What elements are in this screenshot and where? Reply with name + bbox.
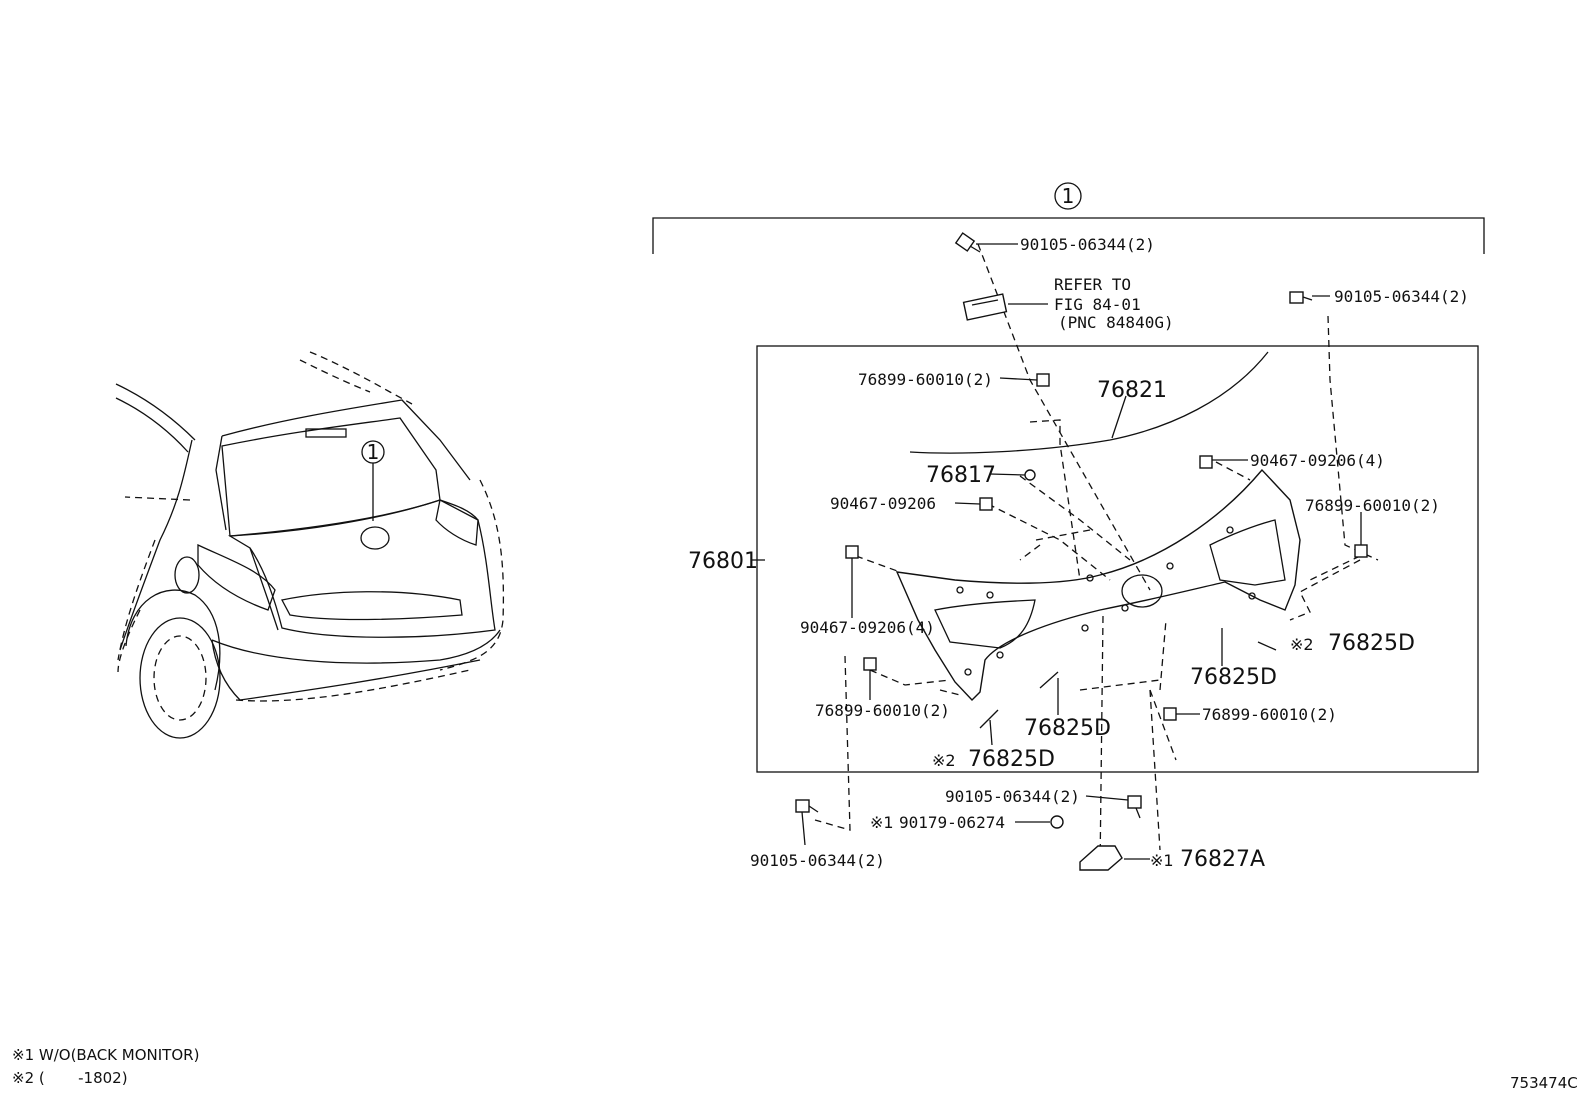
- screw-icon: [1024, 469, 1036, 481]
- wire-harness: [909, 351, 1269, 454]
- label-nut: 90179-06274: [899, 813, 1005, 832]
- label-top-bolt: 90105-06344(2): [1020, 235, 1155, 254]
- clip-icon: [845, 545, 859, 559]
- back-door-garnish: [752, 468, 1301, 702]
- bolt-icon: [1127, 795, 1142, 819]
- nut-icon: [1050, 815, 1064, 829]
- figure-code: 753474C: [1510, 1074, 1578, 1092]
- refer-note-line2: FIG 84-01: [1054, 295, 1141, 314]
- car-rear-illustration: 1: [115, 351, 505, 739]
- label-clip-lower-left: 76899-60010(2): [815, 701, 950, 720]
- label-bracket: 76827A: [1180, 847, 1265, 872]
- detail-frame: [756, 345, 1479, 773]
- footnotes: ※1 W/O(BACK MONITOR) ※2 ( -1802) 753474C: [12, 1046, 1578, 1092]
- tape-icon: [979, 709, 999, 729]
- assembly-callout-number: 1: [1062, 184, 1075, 208]
- label-tape-bottom: 76825D: [968, 747, 1055, 772]
- connector-icon: [962, 293, 1008, 321]
- label-clip-lower-right: 76899-60010(2): [1202, 705, 1337, 724]
- label-garnish: 76801: [688, 549, 758, 574]
- car-callout-number: 1: [367, 440, 380, 464]
- label-tape-right-note: ※2: [1290, 635, 1314, 654]
- label-clip-left: 90467-09206(4): [800, 618, 935, 637]
- bolt-icon: [954, 232, 981, 253]
- clip-icon: [1199, 455, 1213, 469]
- label-tape-center-right: 76825D: [1190, 665, 1277, 690]
- part-labels: 90105-06344(2) REFER TO FIG 84-01 (PNC 8…: [688, 235, 1469, 872]
- label-bolt-bottom-left: 90105-06344(2): [750, 851, 885, 870]
- label-clip-right-upper: 90467-09206(4): [1250, 451, 1385, 470]
- label-bracket-note: ※1: [1150, 851, 1174, 870]
- label-screw-76817: 76817: [926, 463, 996, 488]
- refer-note-line3: (PNC 84840G): [1058, 313, 1174, 332]
- bracket-icon: [1079, 845, 1123, 871]
- assembly-guide-lines: [814, 243, 1379, 871]
- label-clip-mid-left: 90467-09206: [830, 494, 936, 513]
- clip-icon: [1163, 707, 1177, 721]
- footnote-1: ※1 W/O(BACK MONITOR): [12, 1046, 199, 1064]
- refer-note-line1: REFER TO: [1054, 275, 1131, 294]
- label-bolt-bottom-center: 90105-06344(2): [945, 787, 1080, 806]
- garnish-holes: [956, 526, 1256, 676]
- label-right-bolt: 90105-06344(2): [1334, 287, 1469, 306]
- label-wire: 76821: [1097, 378, 1167, 403]
- label-tape-bottom-note: ※2: [932, 751, 956, 770]
- label-clip-top-left: 76899-60010(2): [858, 370, 993, 389]
- leader-lines: [801, 243, 1362, 860]
- assembly-bracket: 1: [652, 182, 1485, 254]
- clip-icon: [979, 497, 993, 511]
- label-tape-right: 76825D: [1328, 631, 1415, 656]
- footnote-2: ※2 ( -1802): [12, 1069, 128, 1087]
- clip-icon: [1354, 544, 1368, 558]
- label-tape-center: 76825D: [1024, 716, 1111, 741]
- tape-icon: [1257, 641, 1277, 651]
- label-nut-note: ※1: [870, 813, 894, 832]
- clip-icon: [1036, 373, 1050, 387]
- tape-icon: [1039, 671, 1059, 689]
- clip-icon: [863, 657, 877, 671]
- label-clip-right-side: 76899-60010(2): [1305, 496, 1440, 515]
- bolt-icon: [1289, 291, 1313, 304]
- bolt-icon: [795, 799, 819, 813]
